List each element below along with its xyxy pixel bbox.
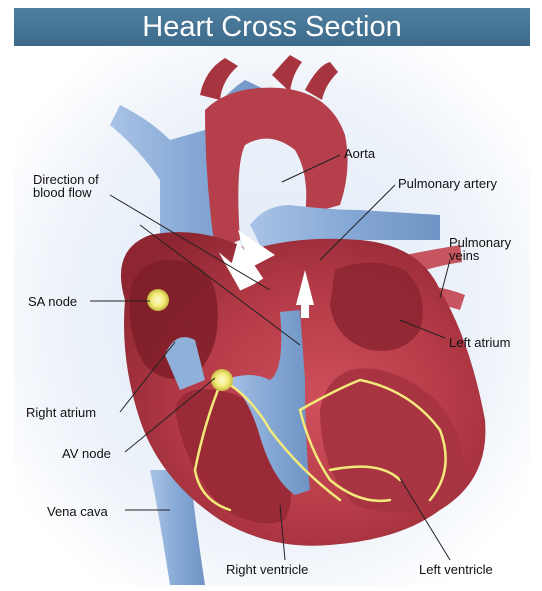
sa-node-marker <box>147 289 169 311</box>
label-sa-node: SA node <box>28 295 77 308</box>
label-vena-cava: Vena cava <box>47 505 108 518</box>
blood-flow-arrow-pulmonary-shaft <box>301 300 309 318</box>
label-right-atrium: Right atrium <box>26 406 96 419</box>
av-node-marker <box>211 369 233 391</box>
label-left-ventricle: Left ventricle <box>419 563 493 576</box>
label-pulmonary-artery: Pulmonary artery <box>398 177 497 190</box>
label-av-node: AV node <box>62 447 111 460</box>
label-pulmonary-veins: Pulmonary veins <box>449 236 511 262</box>
label-right-ventricle: Right ventricle <box>226 563 308 576</box>
label-aorta: Aorta <box>344 147 375 160</box>
label-direction-of-blood-flow: Direction of blood flow <box>33 173 99 199</box>
label-left-atrium: Left atrium <box>449 336 510 349</box>
